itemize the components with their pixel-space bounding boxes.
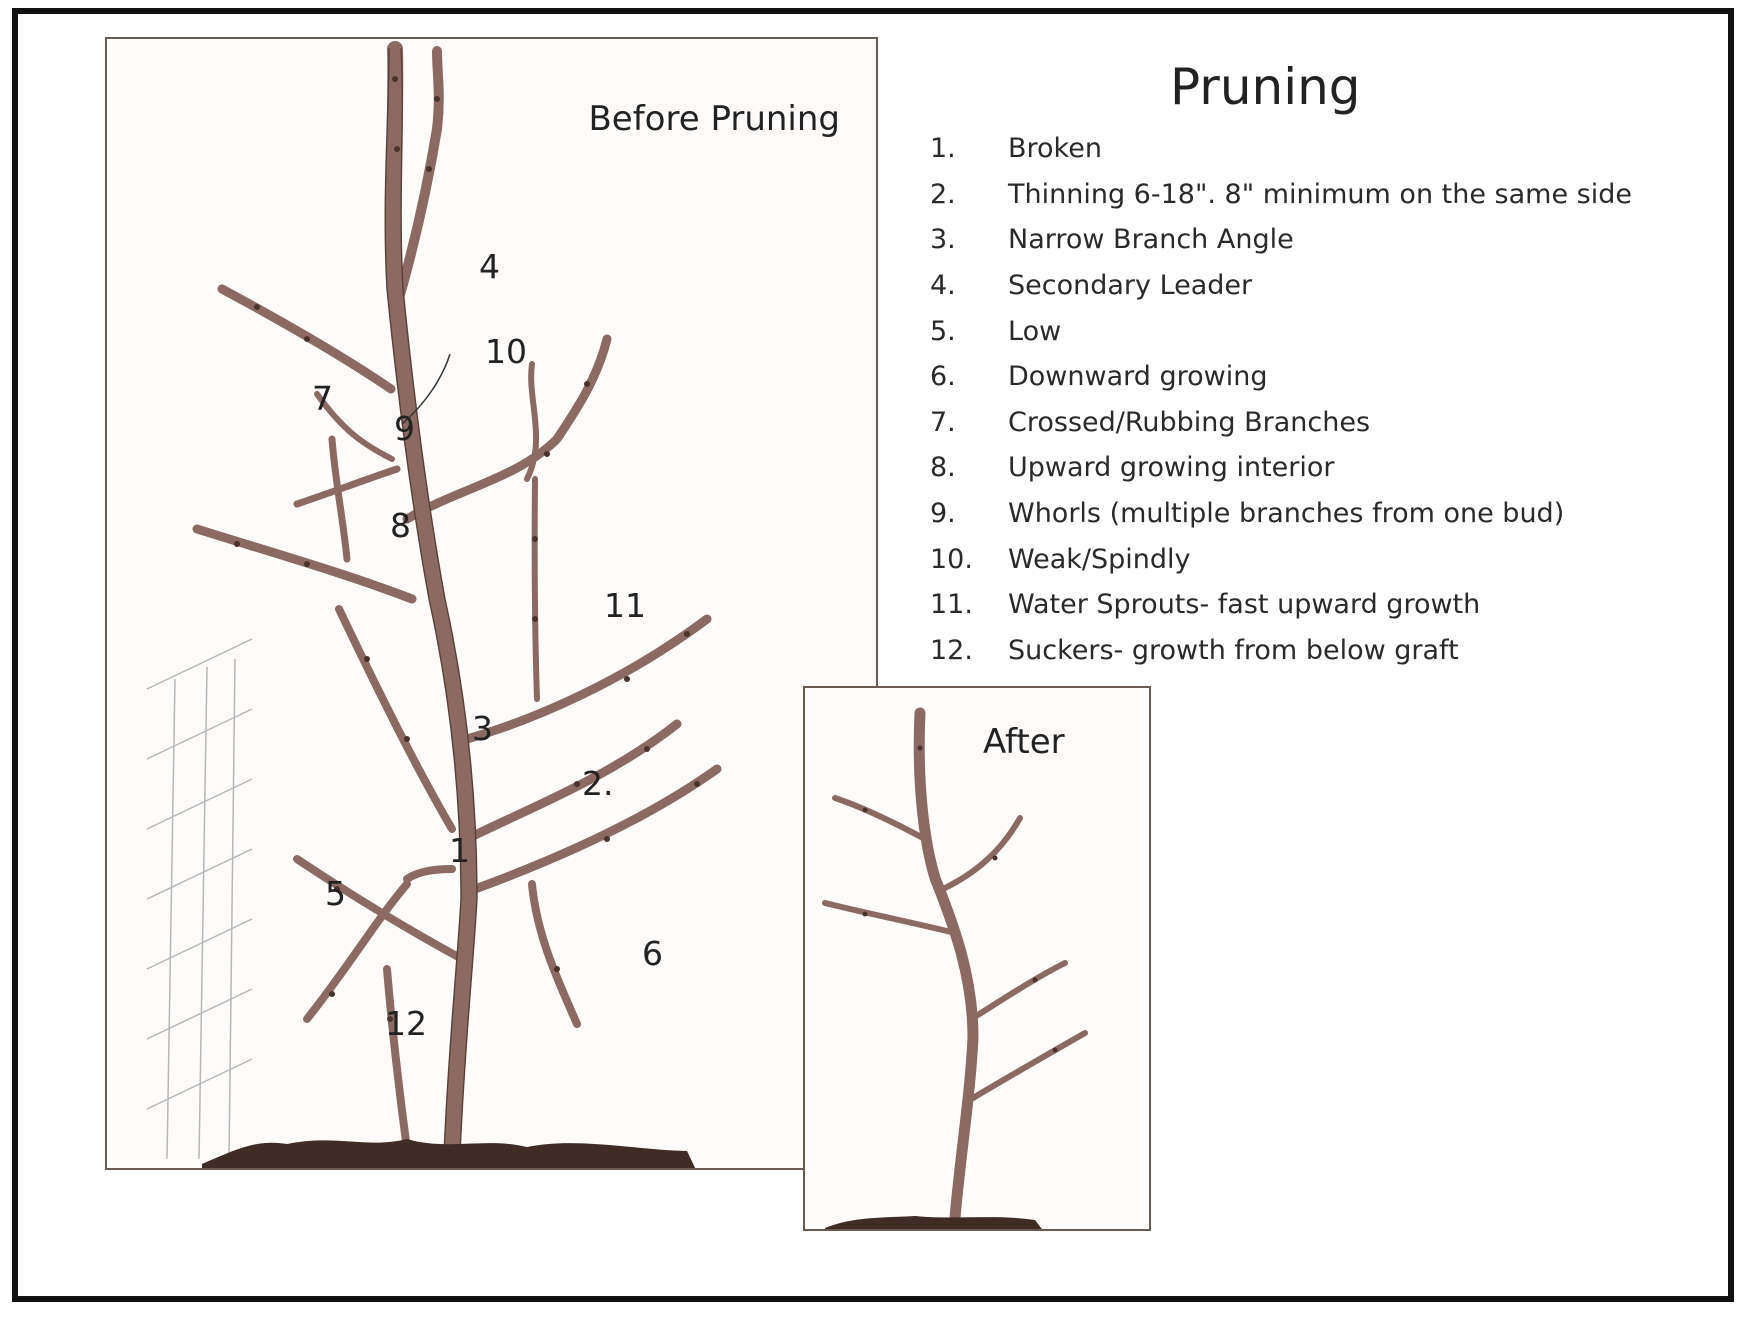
legend-number: 4. — [930, 270, 1008, 301]
callout-1: 1 — [449, 831, 470, 870]
legend-number: 11. — [930, 589, 1008, 620]
legend-number: 5. — [930, 316, 1008, 347]
callout-9: 9 — [394, 409, 415, 448]
legend-item: 7.Crossed/Rubbing Branches — [930, 400, 1632, 446]
legend-item: 12.Suckers- growth from below graft — [930, 628, 1632, 674]
after-upper-right — [945, 818, 1020, 888]
legend-text: Upward growing interior — [1008, 452, 1335, 483]
legend-number: 9. — [930, 498, 1008, 529]
before-pruning-panel: Before Pruning 1 2. 3 4 5 6 7 8 9 10 11 … — [105, 37, 878, 1170]
after-left — [825, 903, 955, 933]
legend-item: 9.Whorls (multiple branches from one bud… — [930, 491, 1632, 537]
legend-text: Secondary Leader — [1008, 270, 1252, 301]
after-ground — [825, 1216, 1045, 1231]
legend-text: Low — [1008, 316, 1061, 347]
callout-10: 10 — [485, 332, 527, 371]
callout-12: 12 — [385, 1004, 427, 1043]
thinning-branch — [467, 724, 677, 839]
legend-number: 7. — [930, 407, 1008, 438]
legend-text: Narrow Branch Angle — [1008, 224, 1294, 255]
diagram-title: Pruning — [1170, 58, 1361, 116]
right-mid-branch — [467, 619, 707, 739]
crossed-branch — [297, 469, 397, 504]
after-label: After — [983, 722, 1065, 762]
trunk — [393, 49, 469, 1154]
callout-2: 2. — [582, 764, 614, 803]
legend-item: 5.Low — [930, 308, 1632, 354]
after-right-low — [973, 1033, 1085, 1098]
legend-text: Weak/Spindly — [1008, 544, 1191, 575]
after-right-mid — [973, 963, 1065, 1018]
callout-11: 11 — [604, 586, 646, 625]
after-upper-left — [835, 798, 923, 838]
low-branch — [297, 859, 462, 959]
callout-8: 8 — [390, 506, 411, 545]
legend-number: 12. — [930, 635, 1008, 666]
callout-3: 3 — [472, 709, 493, 748]
legend-item: 1.Broken — [930, 126, 1632, 172]
broken-branch — [407, 869, 452, 879]
upward-interior — [332, 439, 347, 559]
after-buds — [863, 746, 1058, 1053]
after-trunk — [919, 713, 973, 1218]
legend-item: 6.Downward growing — [930, 354, 1632, 400]
callout-6: 6 — [642, 934, 663, 973]
sucker — [387, 969, 407, 1149]
before-pruning-label: Before Pruning — [588, 99, 840, 139]
narrow-angle-branch — [339, 609, 452, 829]
legend-list: 1.Broken 2.Thinning 6-18". 8" minimum on… — [930, 126, 1632, 673]
legend-item: 10.Weak/Spindly — [930, 536, 1632, 582]
legend-text: Broken — [1008, 133, 1102, 164]
legend-text: Water Sprouts- fast upward growth — [1008, 589, 1480, 620]
legend-item: 11.Water Sprouts- fast upward growth — [930, 582, 1632, 628]
callout-5: 5 — [325, 874, 346, 913]
legend-number: 1. — [930, 133, 1008, 164]
callout-4: 4 — [479, 247, 500, 286]
callout-7: 7 — [312, 379, 333, 418]
legend-text: Suckers- growth from below graft — [1008, 635, 1459, 666]
legend-number: 8. — [930, 452, 1008, 483]
legend-item: 4.Secondary Leader — [930, 263, 1632, 309]
after-tree-illustration — [805, 688, 1151, 1231]
legend-text: Whorls (multiple branches from one bud) — [1008, 498, 1564, 529]
after-tree-branches — [825, 713, 1085, 1218]
legend-text: Downward growing — [1008, 361, 1267, 392]
legend-number: 10. — [930, 544, 1008, 575]
legend-number: 6. — [930, 361, 1008, 392]
legend-number: 2. — [930, 179, 1008, 210]
legend-text: Crossed/Rubbing Branches — [1008, 407, 1370, 438]
downward-branch — [532, 884, 577, 1024]
before-tree-illustration — [107, 39, 878, 1170]
trellis-sketch — [147, 639, 252, 1159]
after-pruning-panel: After — [803, 686, 1151, 1231]
legend-item: 8.Upward growing interior — [930, 445, 1632, 491]
water-sprout — [535, 479, 537, 699]
legend-number: 3. — [930, 224, 1008, 255]
legend-text: Thinning 6-18". 8" minimum on the same s… — [1008, 179, 1632, 210]
legend-item: 3.Narrow Branch Angle — [930, 217, 1632, 263]
legend-item: 2.Thinning 6-18". 8" minimum on the same… — [930, 172, 1632, 218]
